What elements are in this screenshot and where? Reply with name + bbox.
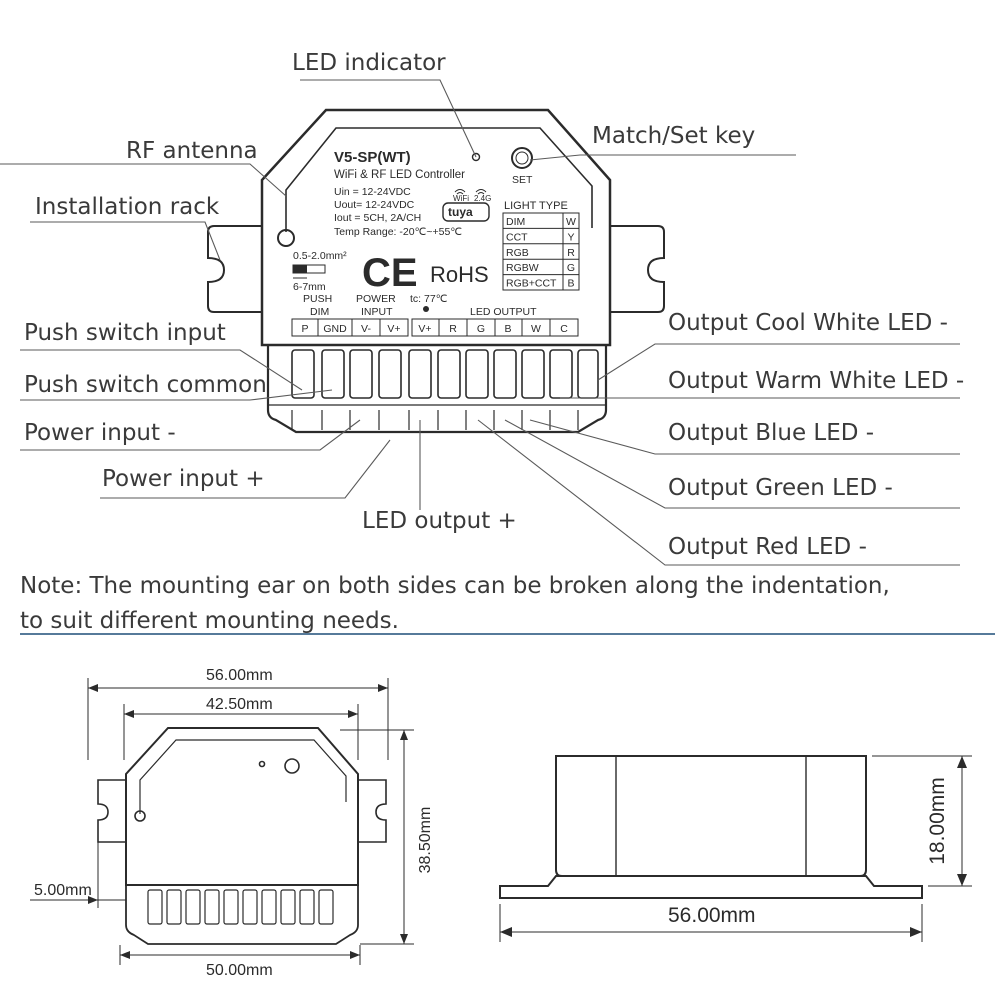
band-label: 2.4G [474,194,491,203]
light-type-code: B [567,278,574,290]
callout-match-set-key: Match/Set key [592,123,755,149]
light-type-rows: DIM W CCT Y RGB R RGBW G RGB+CCT B [506,216,576,290]
wifi-icon [454,189,487,195]
light-type-name: RGB+CCT [506,278,557,290]
wire-gauge: 0.5-2.0mm² [293,250,347,262]
dim-label: DIM [310,306,329,318]
rohs-mark: RoHS [430,262,489,287]
dim-side-height: 18.00mm [926,777,949,865]
svg-text:tuya: tuya [448,205,473,219]
leader-lines [0,79,960,566]
device-side-view [499,755,923,899]
light-type-code: Y [567,231,574,243]
light-type-name: RGBW [506,262,539,274]
left-mounting-ear [207,225,262,313]
strip-length: 6-7mm [293,281,326,293]
ce-mark: CE [362,251,418,295]
tc-label: tc: 77℃ [410,293,448,305]
terminal-label: C [560,323,568,335]
note-line-2: to suit different mounting needs. [20,608,399,634]
dimension-lines [30,678,414,965]
terminal-label: GND [323,323,347,335]
callout-push-switch-input: Push switch input [24,320,226,346]
light-type-name: DIM [506,216,525,228]
light-type-header: LIGHT TYPE [504,200,568,212]
terminal-labels: P GND V- V+ V+ R G B W C [301,323,568,335]
light-type-code: R [567,247,575,259]
dim-width-bottom: 50.00mm [206,962,273,979]
callout-output-green: Output Green LED - [668,475,893,501]
callout-led-output-plus: LED output + [362,508,517,534]
terminal-block [266,345,608,434]
led-indicator-dot [471,152,481,162]
terminal-label: V+ [418,323,431,335]
push-label: PUSH [303,293,332,305]
dim-side-width: 56.00mm [668,904,756,927]
callout-installation-rack: Installation rack [35,194,220,220]
device-top-view [207,108,665,434]
dimension-arrows [88,684,408,959]
callout-output-warm-white: Output Warm White LED - [668,368,964,394]
device-uout: Uout= 12-24VDC [334,199,415,211]
led-output-label: LED OUTPUT [470,306,537,318]
tuya-logo [442,202,490,222]
device-body [260,108,612,347]
dim-width-total: 56.00mm [206,667,273,684]
callout-output-blue: Output Blue LED - [668,420,874,446]
antenna-trace [285,127,593,232]
callout-power-input-minus: Power input - [24,420,176,446]
input-label: INPUT [361,306,393,318]
callout-led-indicator: LED indicator [292,50,446,76]
light-type-name: CCT [506,231,528,243]
dim-height: 38.50mm [417,807,434,874]
callout-push-switch-common: Push switch common [24,372,267,398]
set-key [511,147,533,169]
wifi-label: WiFi [453,194,469,203]
terminal-label: V+ [387,323,400,335]
note-line-1: Note: The mounting ear on both sides can… [20,573,890,599]
terminal-label: B [504,323,511,335]
terminal-label: P [301,323,308,335]
terminal-label: W [531,323,541,335]
callout-power-input-plus: Power input + [102,466,265,492]
device-subtitle: WiFi & RF LED Controller [334,169,465,181]
light-type-code: G [567,262,575,274]
device-model: V5-SP(WT) [334,149,411,166]
device-uin: Uin = 12-24VDC [334,186,411,198]
callout-output-red: Output Red LED - [668,534,867,560]
set-label: SET [512,174,533,186]
device-iout: Iout = 5CH, 2A/CH [334,212,421,224]
terminal-label: G [477,323,485,335]
terminal-label: V- [361,323,371,335]
callout-rf-antenna: RF antenna [126,138,258,164]
rf-antenna-port [277,229,295,247]
light-type-name: RGB [506,247,529,259]
terminal-slots [291,349,599,399]
callout-output-cool-white: Output Cool White LED - [668,310,948,336]
device-dimension-view [97,727,387,945]
light-type-code: W [566,216,576,228]
right-mounting-ear [610,225,665,313]
side-dimension-lines [499,755,972,942]
terminal-label-boxes [291,318,579,337]
power-label: POWER [356,293,396,305]
light-type-table [502,212,580,291]
terminal-label: R [449,323,457,335]
dim-ear: 5.00mm [34,882,92,899]
device-temp: Temp Range: -20℃~+55℃ [334,226,462,238]
dim-width-inner: 42.50mm [206,696,273,713]
